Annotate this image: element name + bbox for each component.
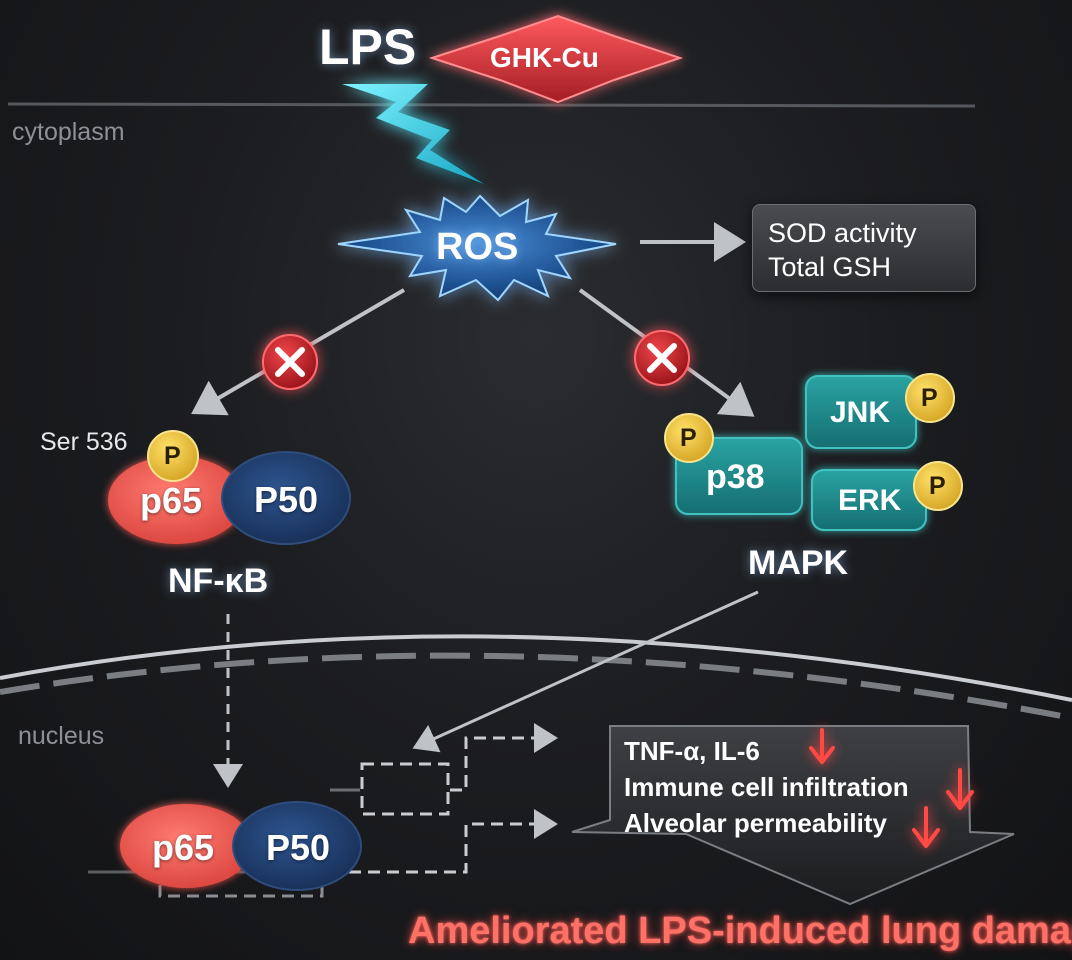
arrow-mapk-to-nucleus bbox=[412, 590, 759, 753]
outcome-line-3: Alveolar permeability bbox=[624, 808, 887, 838]
p65-label-nucleus: p65 bbox=[152, 827, 215, 868]
p38-kinase bbox=[675, 437, 803, 515]
phospho-badge-p38 bbox=[664, 413, 714, 463]
phospho-badge-erk bbox=[913, 461, 963, 511]
antioxidant-line-1: SOD activity bbox=[768, 218, 917, 248]
antioxidant-line-2: Total GSH bbox=[768, 252, 892, 282]
p65-subunit-nucleus bbox=[120, 804, 252, 888]
phospho-label-erk: P bbox=[929, 472, 946, 500]
lightning-bolt-icon bbox=[342, 84, 484, 184]
down-arrow-icon-3 bbox=[912, 806, 940, 848]
p65-label-cytoplasm: p65 bbox=[140, 480, 203, 521]
ros-burst bbox=[337, 194, 617, 302]
down-arrow-icon-2 bbox=[946, 768, 974, 810]
nucleus-label: nucleus bbox=[18, 722, 105, 750]
inhibit-x-icon-right bbox=[634, 330, 690, 386]
promoter-box bbox=[360, 762, 450, 816]
ghk-cu-label: GHK-Cu bbox=[490, 42, 599, 73]
phospho-label-p65: P bbox=[164, 442, 181, 470]
p38-label: p38 bbox=[706, 458, 765, 496]
phospho-label-jnk: P bbox=[921, 384, 938, 412]
p50-subunit-cytoplasm bbox=[221, 451, 351, 545]
phospho-badge-jnk bbox=[905, 373, 955, 423]
cell-membrane bbox=[7, 102, 976, 108]
ros-label: ROS bbox=[436, 226, 519, 268]
p65-subunit-cytoplasm bbox=[108, 456, 244, 544]
antioxidant-box bbox=[752, 204, 976, 292]
jnk-label: JNK bbox=[830, 396, 891, 429]
phospho-badge-p65 bbox=[147, 430, 199, 482]
nuclear-envelope-inner bbox=[0, 652, 1072, 721]
arrow-transcription-lower bbox=[330, 809, 558, 874]
cytoplasm-label: cytoplasm bbox=[12, 118, 125, 146]
p50-label-cytoplasm: P50 bbox=[254, 479, 319, 520]
arrow-transcription-upper bbox=[450, 723, 558, 792]
outcome-funnel bbox=[571, 725, 1015, 906]
inhibit-x-icon-left bbox=[262, 334, 318, 390]
down-arrow-icon-1 bbox=[809, 728, 835, 764]
conclusion-text: Ameliorated LPS-induced lung damage bbox=[408, 910, 1072, 952]
mapk-label: MAPK bbox=[748, 544, 849, 582]
lps-label: LPS bbox=[319, 19, 417, 75]
erk-label: ERK bbox=[838, 484, 902, 517]
p50-label-nucleus: P50 bbox=[266, 827, 331, 868]
phosphosite-label: Ser 536 bbox=[40, 428, 128, 456]
nfkb-label: NF-κB bbox=[168, 562, 269, 600]
phospho-label-p38: P bbox=[680, 424, 697, 452]
p50-subunit-nucleus bbox=[232, 801, 362, 891]
outcome-line-1: TNF-α, IL-6 bbox=[624, 736, 760, 766]
nuclear-envelope-outer bbox=[0, 634, 1072, 702]
ghk-cu-badge bbox=[428, 14, 684, 104]
outcome-line-2: Immune cell infiltration bbox=[624, 772, 909, 802]
